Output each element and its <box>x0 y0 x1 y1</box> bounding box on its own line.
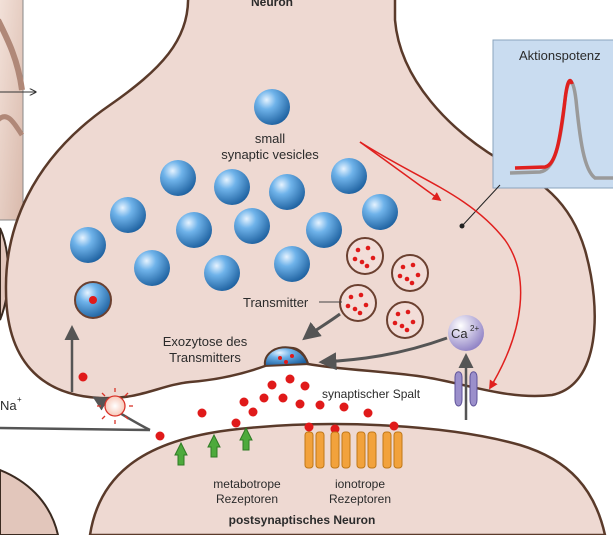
sodium-flow-line <box>0 426 151 432</box>
metabotropic-label-line2: Rezeptoren <box>216 492 278 506</box>
postsynaptic-label: postsynaptisches Neuron <box>229 513 376 527</box>
calcium-charge: 2+ <box>470 324 479 333</box>
neuron-top-label: Neuron <box>251 0 293 9</box>
vesicles-label-line2: synaptic vesicles <box>221 147 319 162</box>
calcium-channel <box>454 371 478 407</box>
ionotropic-receptors <box>304 431 403 469</box>
vesicle <box>204 255 240 291</box>
inset-connector-dot <box>459 223 465 229</box>
calcium-to-exocytosis-arrow <box>318 336 448 371</box>
vesicle <box>70 227 106 263</box>
vesicles-label-line1: small <box>255 131 285 146</box>
signal-arrow-upper <box>359 141 442 202</box>
sodium-charge: + <box>17 395 22 404</box>
action-potential-label: Aktionspotenz <box>519 48 601 63</box>
metabotropic-receptors <box>174 426 253 466</box>
calcium-ion <box>448 315 484 351</box>
action-potential-propagation-arrow <box>359 141 522 390</box>
transporter-spike-icon <box>97 388 133 424</box>
neighbor-neuron-lower <box>0 468 60 535</box>
neuron-overview-inset <box>0 0 36 221</box>
vesicle <box>110 197 146 233</box>
sodium-label: Na <box>0 398 17 413</box>
calcium-label: Ca <box>451 326 468 341</box>
inset-connector-line <box>461 184 501 227</box>
vesicle <box>306 212 342 248</box>
reuptake-transmitter <box>78 372 88 382</box>
cleft-transmitters <box>155 374 399 441</box>
vesicle <box>331 158 367 194</box>
synaptic-vesicles <box>70 89 398 291</box>
vesicle <box>160 160 196 196</box>
vesicle <box>134 250 170 286</box>
ionotropic-label-line2: Rezeptoren <box>329 492 391 506</box>
exocytosis-label-line2: Transmitters <box>169 350 241 365</box>
fusing-vesicle <box>263 346 310 368</box>
transmitter-vesicles <box>339 237 429 339</box>
postsynaptic-neuron <box>88 422 607 535</box>
action-potential-inset: Aktionspotenz <box>492 39 613 189</box>
ionotropic-label-line1: ionotrope <box>335 477 385 491</box>
vesicle-to-membrane-arrow <box>302 312 341 341</box>
vesicle <box>254 89 290 125</box>
vesicle <box>269 174 305 210</box>
vesicle <box>234 208 270 244</box>
action-potential-trace-red <box>514 78 574 170</box>
metabotropic-label-line1: metabotrope <box>213 477 281 491</box>
synaptic-cleft-label: synaptischer Spalt <box>322 387 421 401</box>
vesicle <box>362 194 398 230</box>
vesicle <box>214 169 250 205</box>
exocytosis-label-line1: Exozytose des <box>163 334 248 349</box>
vesicle <box>274 246 310 282</box>
transmitter-label: Transmitter <box>243 295 309 310</box>
vesicle <box>176 212 212 248</box>
